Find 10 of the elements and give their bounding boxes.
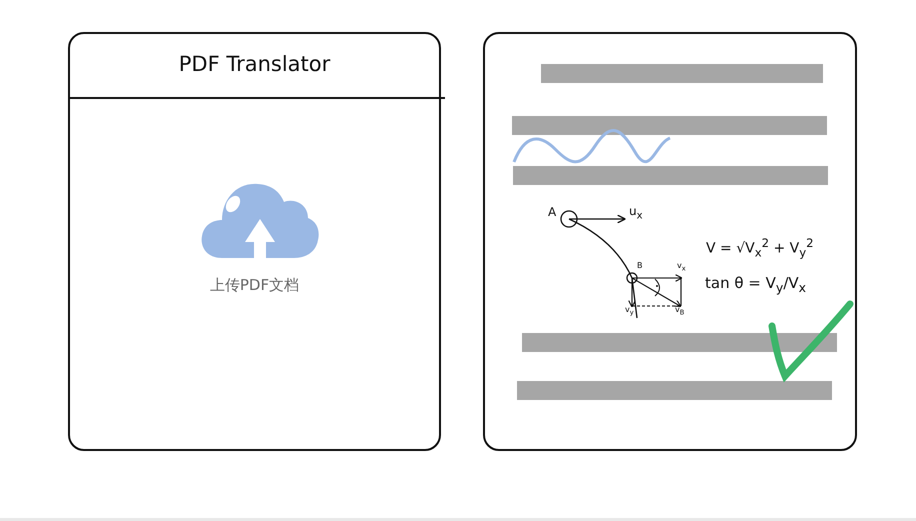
document-page [483, 32, 857, 451]
card-title: PDF Translator [178, 54, 332, 75]
vector-label: v$_{x}$ [677, 262, 686, 272]
vector-label: v$_{y}$ [625, 306, 634, 316]
vector-label: B [637, 262, 642, 270]
upload-label: 上传PDF文档 [208, 278, 300, 293]
formula: tan θ = V$_{y}$/V$_{x}$ [705, 276, 806, 294]
vector-label: A [548, 206, 556, 218]
vector-label: u$_{x}$ [629, 205, 643, 222]
vector-label: v$_{B}$ [675, 306, 684, 316]
